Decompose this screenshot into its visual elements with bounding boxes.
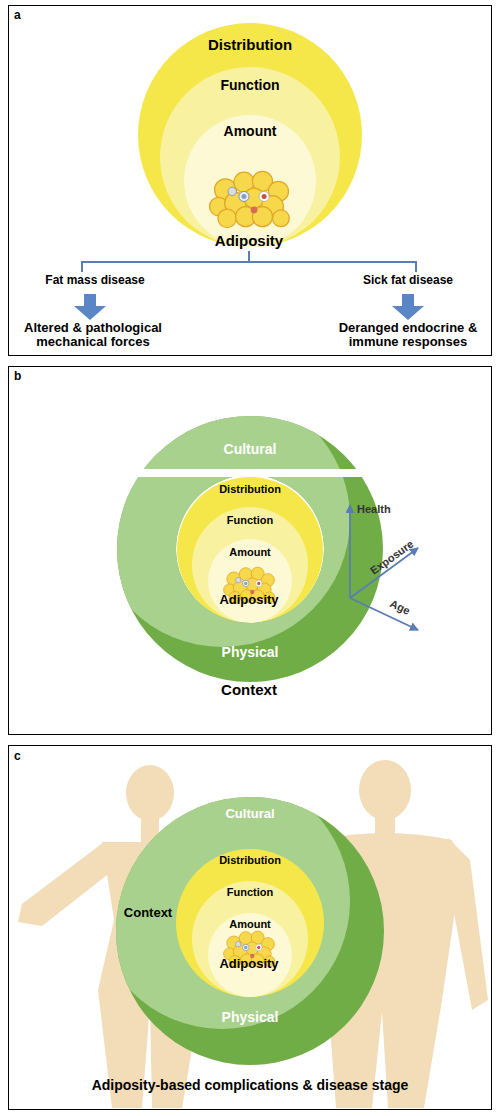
circle-label: Distribution xyxy=(150,36,350,53)
ring-dark xyxy=(117,416,383,469)
nested-circle: FunctionAmount xyxy=(160,67,340,247)
circle-fill xyxy=(208,539,292,623)
label-text: Altered & pathological mechanical forces xyxy=(13,321,173,349)
label-text: Health xyxy=(357,503,407,516)
ring-label: Physical xyxy=(190,1009,310,1025)
ring-dark xyxy=(116,797,384,1065)
context-ring: Cultural xyxy=(117,416,383,469)
nested-circle: DistributionFunctionAmount xyxy=(138,23,362,247)
circle-fill xyxy=(138,23,362,247)
circle-label: Function xyxy=(190,886,310,899)
context-ring: CulturalContextPhysical DistributionFunct… xyxy=(116,797,384,1065)
label-text: Context xyxy=(189,681,309,698)
ring-dark xyxy=(117,477,383,682)
panel-box: bCulturalDistributionFunctionAmountPhysi… xyxy=(8,366,492,735)
nested-circle: Amount xyxy=(208,913,292,997)
label-text: Sick fat disease xyxy=(333,274,483,288)
head-shape xyxy=(359,760,411,820)
nested-circle: DistributionFunctionAmount xyxy=(176,849,324,997)
label-text: Adiposity-based complications & disease … xyxy=(20,1077,480,1093)
block-arrow xyxy=(74,294,106,320)
label-text: Adiposity xyxy=(199,593,299,608)
panel-box: cCulturalContextPhysical DistributionFunc… xyxy=(8,745,492,1110)
split-bracket xyxy=(82,251,416,272)
arm-shape xyxy=(448,838,488,1010)
panel-letter: c xyxy=(14,750,30,764)
panel-letter: a xyxy=(14,9,30,23)
circle-label: Function xyxy=(190,514,310,527)
circle-fill xyxy=(160,67,340,247)
label-text: Age xyxy=(384,595,417,619)
circle-fill xyxy=(184,115,316,247)
label-text: Fat mass disease xyxy=(20,274,170,288)
label-text: Adiposity xyxy=(189,232,309,249)
ring-light xyxy=(116,797,384,1065)
panel-box: aDistributionFunctionAmount xyxy=(8,5,492,356)
circle-label: Distribution xyxy=(180,854,320,867)
circle-fill xyxy=(176,849,324,997)
circle-fill xyxy=(177,477,323,623)
circle-label: Amount xyxy=(210,918,290,931)
nested-circle: Amount xyxy=(184,115,316,247)
circle-label: Amount xyxy=(210,546,290,559)
ring-light xyxy=(117,477,383,682)
ring-label: Context xyxy=(118,906,178,921)
ring-label: Cultural xyxy=(190,441,310,457)
block-arrow xyxy=(392,294,424,320)
nested-circle: FunctionAmount xyxy=(192,881,308,997)
circle-fill xyxy=(192,881,308,997)
circle-fill xyxy=(208,913,292,997)
ring-light xyxy=(117,416,383,469)
ring-label: Cultural xyxy=(190,807,310,822)
circle-label: Amount xyxy=(190,123,310,139)
ring-label: Physical xyxy=(190,644,310,660)
label-text: Adiposity xyxy=(199,957,299,972)
nested-circle: Amount xyxy=(208,539,292,623)
panel-letter: b xyxy=(14,370,30,384)
label-text: Deranged endocrine & immune responses xyxy=(328,321,488,349)
circle-label: Function xyxy=(170,77,330,93)
arm-shape xyxy=(18,842,116,926)
context-ring: Physical xyxy=(117,477,383,683)
